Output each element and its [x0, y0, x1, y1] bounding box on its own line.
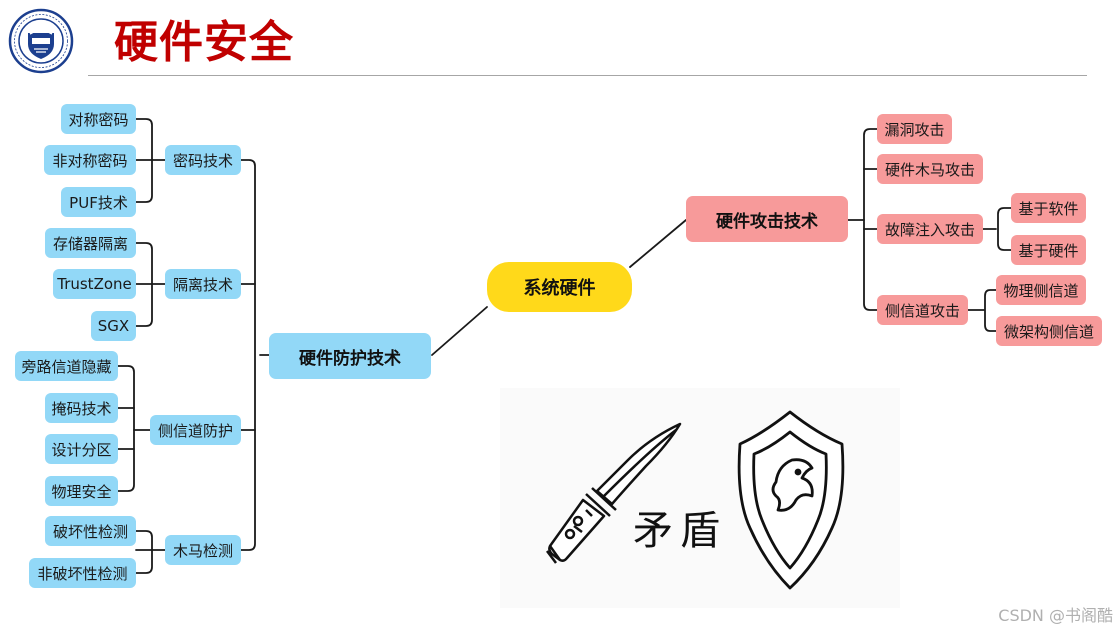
center-node: 系统硬件 — [487, 262, 632, 312]
defense-group-isolation: 隔离技术 — [165, 269, 241, 299]
leaf-hardware-based: 基于硬件 — [1011, 235, 1086, 265]
attack-group-sidechannel: 侧信道攻击 — [877, 295, 968, 325]
defense-group-sidechannel: 侧信道防护 — [150, 415, 241, 445]
leaf-masking: 掩码技术 — [45, 393, 118, 423]
defense-main-node: 硬件防护技术 — [269, 333, 431, 379]
attack-group-fault-injection: 故障注入攻击 — [877, 214, 983, 244]
leaf-physical-sidechannel: 物理侧信道 — [996, 275, 1086, 305]
leaf-destructive-detection: 破坏性检测 — [45, 516, 136, 546]
leaf-channel-hiding: 旁路信道隐藏 — [15, 351, 118, 381]
leaf-puf: PUF技术 — [61, 187, 136, 217]
title-divider — [88, 75, 1087, 76]
slide-title: 硬件安全 — [114, 17, 294, 68]
watermark: CSDN @书阁酷 — [998, 606, 1113, 625]
leaf-design-partition: 设计分区 — [45, 434, 118, 464]
attack-group-vulnerability: 漏洞攻击 — [877, 114, 952, 144]
leaf-symmetric-crypto: 对称密码 — [61, 104, 136, 134]
spear-icon — [546, 422, 682, 564]
defense-group-trojan: 木马检测 — [165, 535, 241, 565]
leaf-sgx: SGX — [91, 311, 136, 341]
leaf-memory-isolation: 存储器隔离 — [45, 228, 136, 258]
leaf-physical-security: 物理安全 — [45, 476, 118, 506]
shield-icon — [737, 410, 845, 590]
spear-shield-illustration: 矛 盾 — [500, 388, 900, 608]
leaf-asymmetric-crypto: 非对称密码 — [44, 145, 136, 175]
leaf-microarch-sidechannel: 微架构侧信道 — [996, 316, 1102, 346]
leaf-trustzone: TrustZone — [53, 269, 136, 299]
leaf-software-based: 基于软件 — [1011, 193, 1086, 223]
defense-group-crypto: 密码技术 — [165, 145, 241, 175]
spear-character: 矛 — [633, 508, 673, 554]
attack-main-node: 硬件攻击技术 — [686, 196, 848, 242]
university-logo — [8, 8, 74, 74]
attack-group-trojan: 硬件木马攻击 — [877, 154, 983, 184]
leaf-nondestructive-detection: 非破坏性检测 — [29, 558, 136, 588]
shield-character: 盾 — [680, 508, 720, 554]
